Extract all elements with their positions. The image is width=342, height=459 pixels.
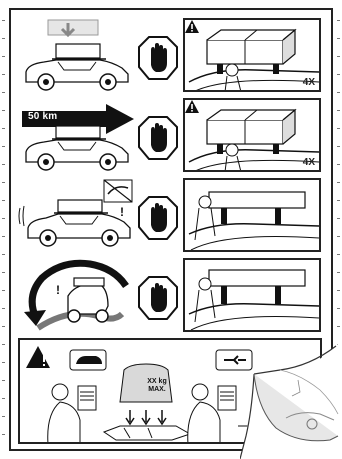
weight-max-caption: MAX. [132,386,182,394]
car-icon [18,16,136,94]
svg-text:!: ! [120,205,124,219]
svg-text:!: ! [56,283,60,297]
quantity-label: 4X [303,77,315,88]
roof-load-illustration [185,20,321,92]
page-curl [240,340,342,459]
instruction-row-car-wash: ! [18,176,322,254]
car-icon: ! [18,176,136,254]
stop-hand-icon [138,276,178,320]
instruction-row-load-weight: 4X [18,16,322,94]
warning-triangle-icon [185,100,199,113]
distance-label: 50 km [28,111,57,122]
max-weight-label: XX kg MAX. [132,378,182,394]
left-edge-ticks [2,20,5,440]
stop-hand-icon [138,196,178,240]
roof-load-detail: 4X [183,18,321,92]
unload-carrier-illustration [185,260,321,332]
remove-carrier-illustration [185,180,321,252]
warning-triangle-icon [185,20,199,33]
weight-value: XX kg [132,378,182,386]
recheck-fastening-detail: 4X [183,98,321,172]
tilt-arrow-icon: ! [18,256,136,334]
quantity-label: 4X [303,157,315,168]
remove-carrier-detail [183,178,321,252]
recheck-fastening-illustration [185,100,321,172]
unload-carrier-detail [183,258,321,332]
instruction-row-speed-check: 50 km 4X [18,96,322,174]
instruction-row-tilt: ! [18,256,322,334]
stop-hand-icon [138,116,178,160]
stop-hand-icon [138,36,178,80]
